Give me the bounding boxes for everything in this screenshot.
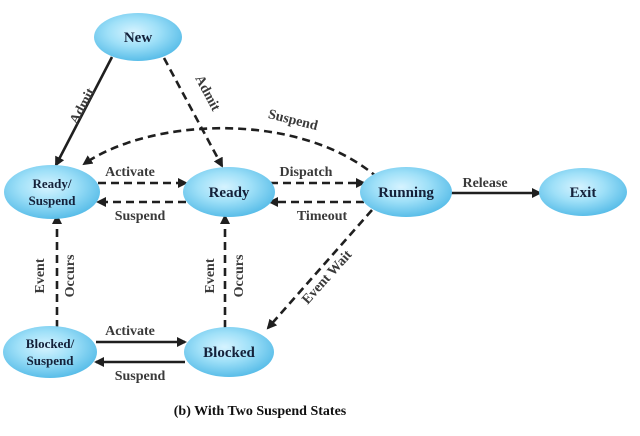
state-running: Running (360, 167, 452, 217)
state-running-label: Running (378, 185, 434, 201)
state-new-label: New (124, 30, 152, 46)
label-activate-bottom: Activate (105, 324, 155, 339)
label-dispatch: Dispatch (280, 165, 333, 180)
state-blocked-label: Blocked (203, 345, 255, 361)
label-activate-top: Activate (105, 165, 155, 180)
label-suspend-curved: Suspend (266, 107, 319, 134)
label-event-occurs-left-line2: Occurs (63, 254, 78, 297)
states: New Ready/ Suspend Ready Running Exit Bl… (3, 13, 627, 378)
edge-admit-to-ready-suspend (54, 56, 114, 167)
edge-event-wait (266, 209, 373, 330)
label-admit-right: Admit (192, 73, 223, 114)
state-ready-shape (183, 167, 275, 217)
edge-admit-to-ready (162, 57, 224, 168)
state-blocked-suspend-label-line2: Suspend (27, 353, 75, 368)
state-ready-suspend-label-line2: Suspend (29, 193, 77, 208)
label-suspend-blocked: Suspend (115, 369, 166, 384)
state-ready: Ready (183, 167, 275, 217)
label-event-occurs-right-line2: Occurs (232, 254, 247, 297)
state-blocked-suspend: Blocked/ Suspend (3, 326, 97, 378)
state-blocked: Blocked (184, 327, 274, 377)
label-event-occurs-left-line1: Event (33, 258, 48, 293)
state-ready-suspend-shape (4, 165, 100, 219)
caption: (b) With Two Suspend States (174, 404, 347, 419)
state-blocked-shape (184, 327, 274, 377)
state-blocked-suspend-label-line1: Blocked/ (26, 336, 75, 351)
label-timeout: Timeout (297, 209, 348, 224)
state-blocked-suspend-shape (3, 326, 97, 378)
state-running-shape (360, 167, 452, 217)
edge-suspend-running-to-ready-suspend (82, 126, 379, 179)
state-ready-label: Ready (209, 185, 250, 201)
label-admit-left: Admit (67, 86, 98, 127)
state-new: New (94, 13, 182, 61)
state-ready-suspend-label-line1: Ready/ (33, 176, 72, 191)
label-suspend-ready: Suspend (115, 209, 166, 224)
state-exit-shape (539, 168, 627, 216)
label-event-wait: Event Wait (299, 247, 355, 307)
label-release: Release (462, 176, 507, 191)
state-new-shape (94, 13, 182, 61)
state-exit-label: Exit (570, 185, 597, 201)
label-event-occurs-right-line1: Event (203, 258, 218, 293)
state-ready-suspend: Ready/ Suspend (4, 165, 100, 219)
edge-labels: Admit Admit Suspend Activate Suspend Dis… (33, 73, 508, 384)
edges (52, 56, 542, 367)
state-exit: Exit (539, 168, 627, 216)
